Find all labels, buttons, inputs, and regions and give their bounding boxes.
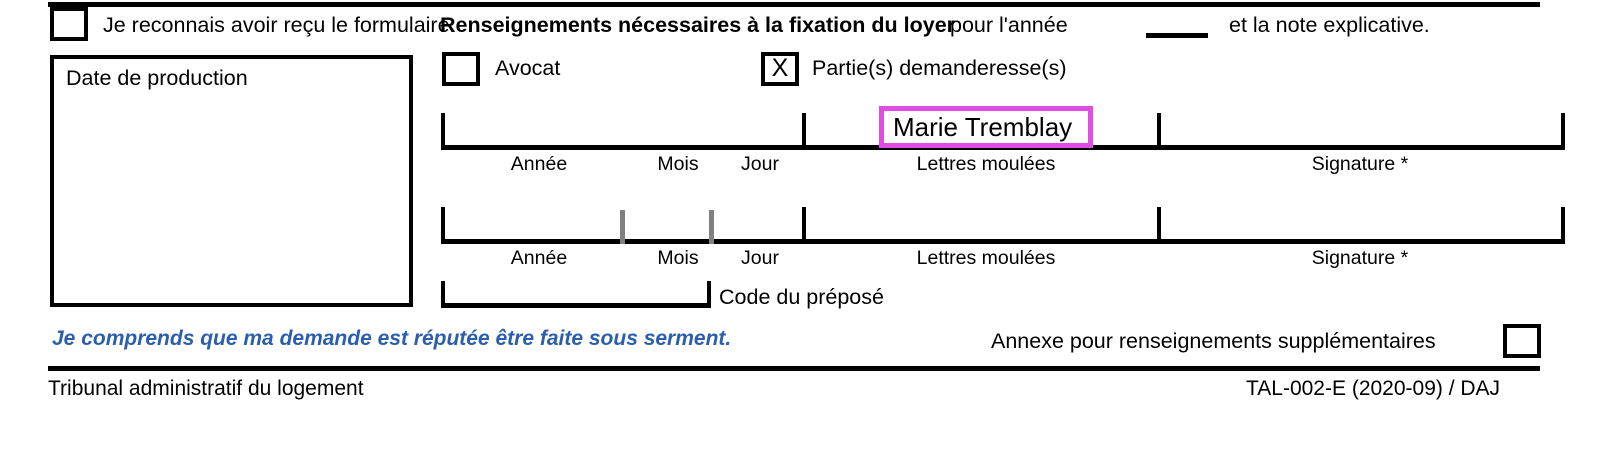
partie-demanderesse-label: Partie(s) demanderesse(s) [812, 56, 1067, 80]
acknowledgement-text-bold: Renseignements nécessaires à la fixation… [440, 13, 956, 37]
jour-label-row-1: Jour [741, 153, 779, 175]
top-divider-rule [48, 2, 1540, 7]
avocat-checkbox[interactable] [442, 52, 480, 86]
mois-label-row-2: Mois [657, 247, 699, 269]
signature-field-row-2[interactable] [1157, 207, 1565, 244]
lettres-moulees-field-row-1[interactable]: Marie Tremblay [879, 106, 1093, 148]
annexe-label: Annexe pour renseignements supplémentair… [991, 329, 1436, 353]
organization-name: Tribunal administratif du logement [48, 377, 364, 400]
acknowledgement-text-before: Je reconnais avoir reçu le formulaire [103, 13, 450, 37]
date-field-row-1[interactable] [441, 113, 806, 150]
oath-statement: Je comprends que ma demande est réputée … [52, 327, 732, 350]
lettres-moulees-field-row-2[interactable] [879, 200, 1093, 242]
code-prepose-label: Code du préposé [719, 285, 884, 309]
signature-label-row-1: Signature * [1311, 153, 1409, 175]
lettres-moulees-label-row-1: Lettres moulées [916, 153, 1056, 175]
date-de-production-label: Date de production [66, 66, 248, 90]
acknowledgement-text-middle: pour l'année [950, 13, 1068, 37]
date-de-production-box[interactable]: Date de production [50, 55, 413, 307]
baseline-row-2 [806, 239, 1198, 244]
lettres-moulees-label-row-2: Lettres moulées [916, 247, 1056, 269]
signature-field-row-1[interactable] [1157, 113, 1565, 150]
code-prepose-field[interactable] [441, 281, 711, 308]
lettres-moulees-value-row-1: Marie Tremblay [893, 111, 1073, 142]
date-separator-mois-jour-row-2 [709, 210, 714, 244]
year-blank-field[interactable] [1113, 8, 1209, 38]
form-code: TAL-002-E (2020-09) / DAJ [1246, 377, 1501, 400]
acknowledgement-text-after: et la note explicative. [1229, 13, 1430, 37]
annee-label-row-1: Année [510, 153, 568, 175]
year-blank-underline [1146, 33, 1208, 38]
mois-label-row-1: Mois [657, 153, 699, 175]
partie-demanderesse-checkbox-mark: X [771, 54, 789, 82]
partie-demanderesse-checkbox[interactable]: X [761, 52, 799, 86]
signature-label-row-2: Signature * [1311, 247, 1409, 269]
jour-label-row-2: Jour [741, 247, 779, 269]
annee-label-row-2: Année [510, 247, 568, 269]
acknowledgement-checkbox[interactable] [50, 7, 88, 41]
annexe-checkbox[interactable] [1503, 324, 1541, 358]
footer-divider-rule [48, 366, 1540, 371]
avocat-label: Avocat [495, 56, 561, 80]
date-separator-annee-mois-row-2 [620, 210, 625, 244]
